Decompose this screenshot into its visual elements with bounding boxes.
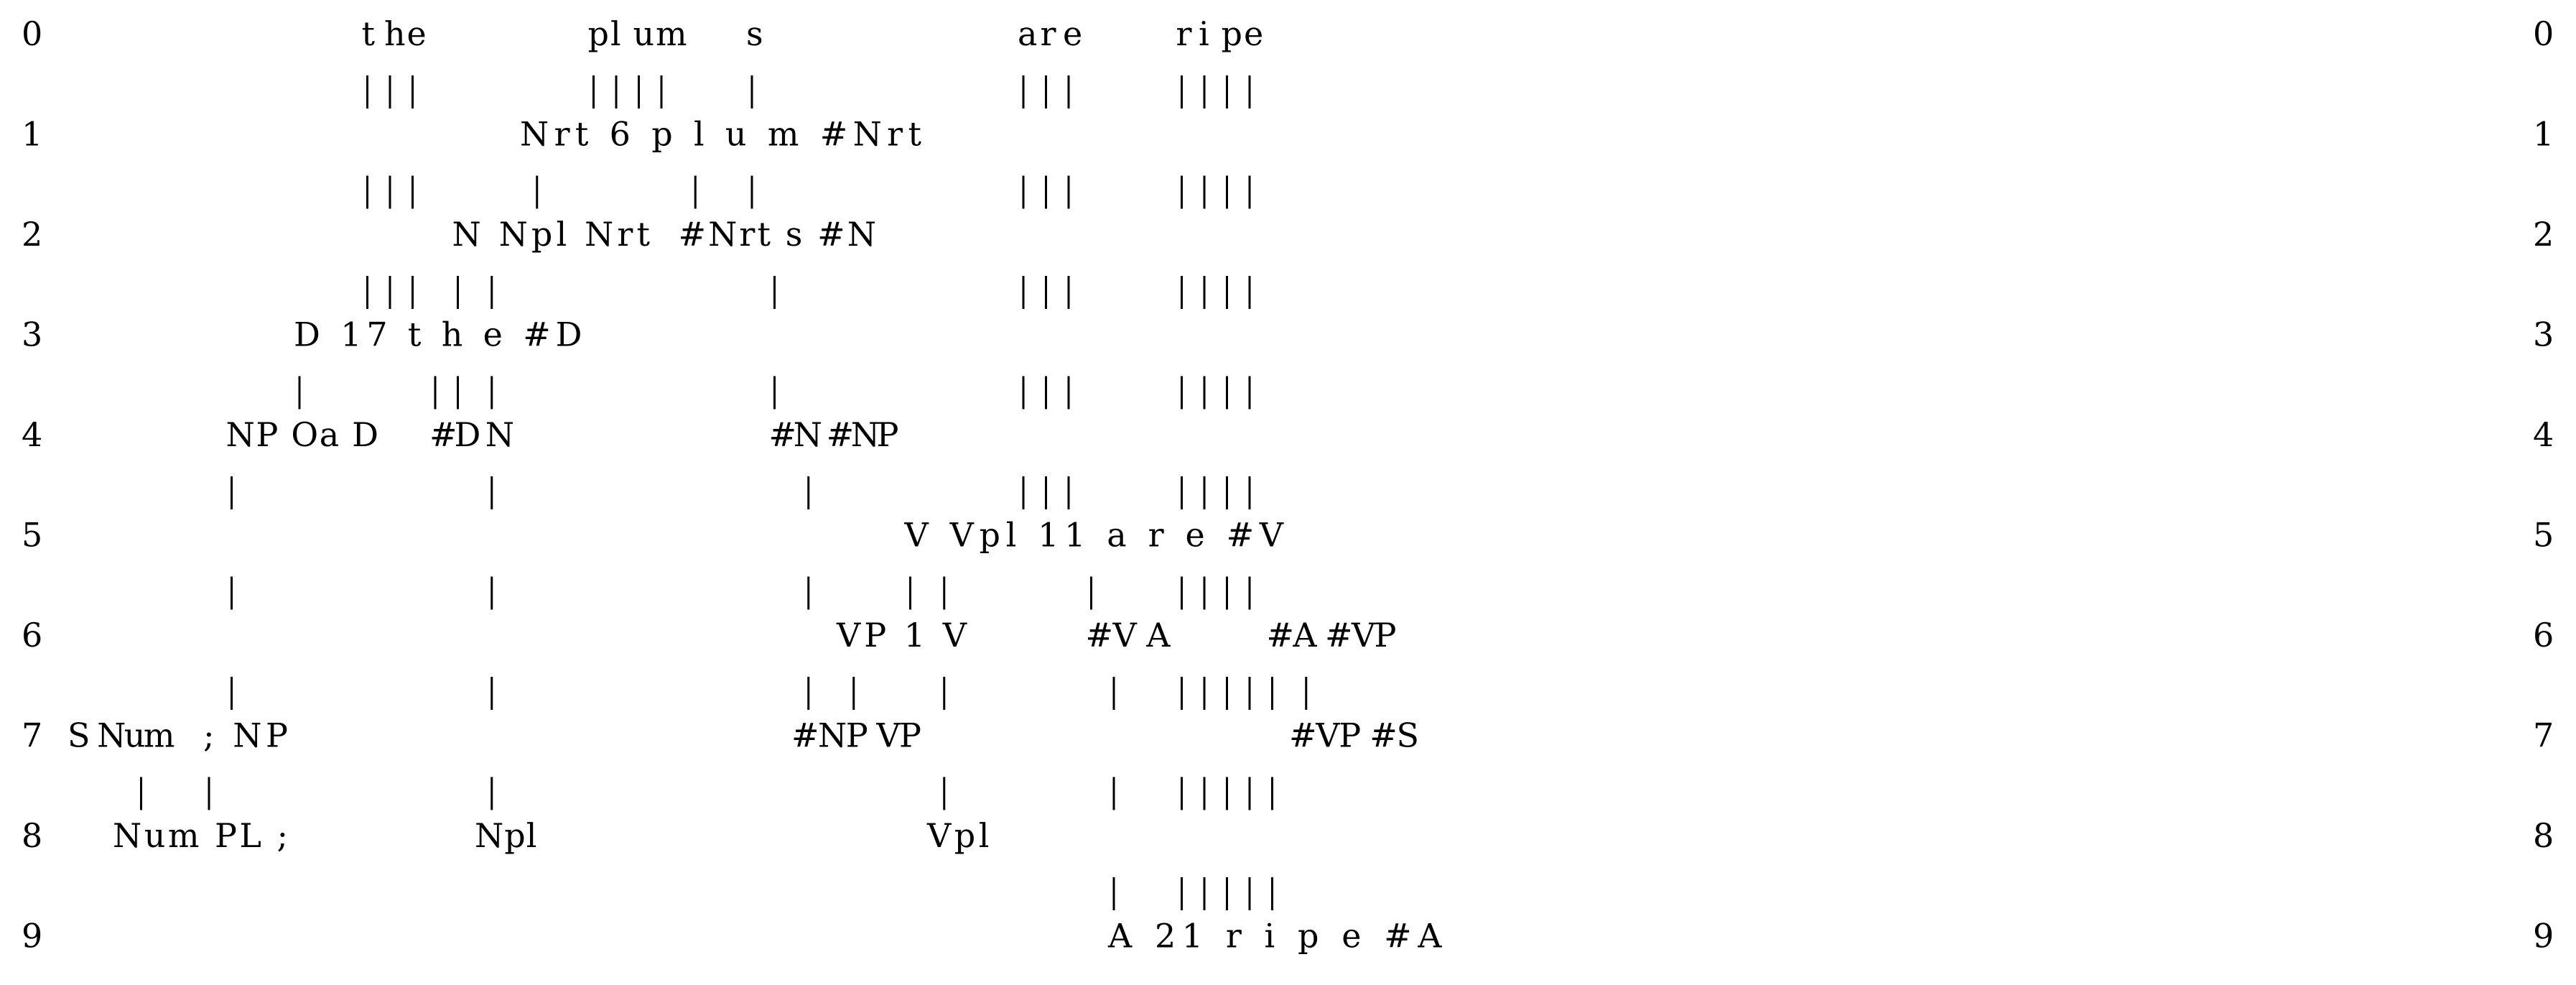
node-label: S Num [68,716,175,755]
node-label: #Nrt s #N [679,215,877,254]
row-label-right: 2 [2533,215,2554,254]
row-label-right: 1 [2533,115,2554,154]
node-label: Nrt 6 p l u m #Nrt [520,115,922,154]
node-label: p [1222,14,1242,53]
node-label: N Npl Nrt [452,215,651,254]
node-label: NP Oa D [226,415,379,454]
row-label-left: 8 [22,816,42,855]
row-label-left: 9 [22,917,42,956]
node-label: t [362,14,376,53]
node-label: l [610,14,621,53]
row-label-right: 6 [2533,616,2554,655]
node-label: Vpl [926,816,990,855]
node-label: VP 1 V [836,616,967,655]
row-label-left: 3 [22,315,42,354]
row-label-left: 0 [22,14,42,53]
row-label-left: 5 [22,516,42,555]
node-label: e [1063,14,1082,53]
row-label-right: 9 [2533,917,2554,956]
node-label: Num PL ; [113,816,288,855]
node-label: ; NP [203,716,288,755]
node-label: e [1244,14,1263,53]
node-label: D 17 t h e #D [294,315,582,354]
row-label-right: 4 [2533,415,2554,454]
node-label: u [633,14,655,53]
row-label-left: 6 [22,616,42,655]
row-label-right: 8 [2533,816,2554,855]
node-label: #VP #S [1289,716,1419,755]
node-label: #NP VP [791,716,921,755]
node-label: s [746,14,763,53]
node-label: A 21 r i p e #A [1107,917,1442,956]
node-label: e [407,14,427,53]
node-label: V Vpl 11 a r e #V [904,516,1284,555]
node-label: #N #NP [769,415,899,454]
row-label-right: 5 [2533,516,2554,555]
row-label-right: 7 [2533,716,2554,755]
row-label-left: 1 [22,115,42,154]
node-label: #D N [429,415,514,454]
row-label-right: 0 [2533,14,2554,53]
node-label: h [384,14,406,53]
node-label: r [1176,14,1192,53]
node-label: i [1199,14,1209,53]
row-label-left: 2 [22,215,42,254]
row-label-left: 4 [22,415,42,454]
node-label: #A #VP [1267,616,1397,655]
node-label: #V A [1086,616,1171,655]
node-label: r [1041,14,1056,53]
row-label-left: 7 [22,716,42,755]
node-label: Npl [475,816,537,855]
node-label: a [1018,14,1037,53]
node-label: m [656,14,687,53]
row-label-right: 3 [2533,315,2554,354]
node-label: p [588,14,609,53]
